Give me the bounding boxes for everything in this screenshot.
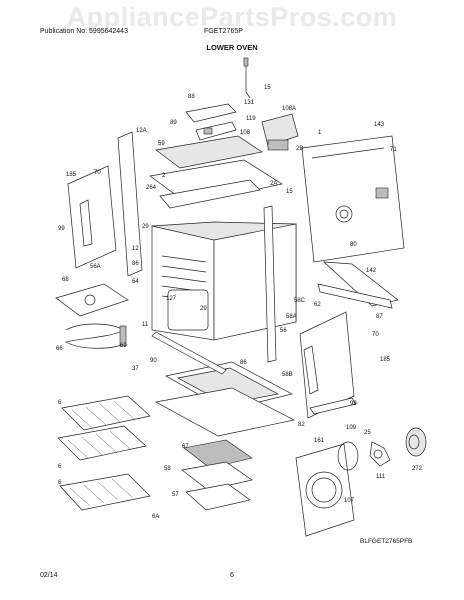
svg-text:127: 127 xyxy=(166,296,177,302)
svg-text:12: 12 xyxy=(132,246,139,252)
footer-date: 02/14 xyxy=(40,572,58,579)
svg-text:68: 68 xyxy=(62,277,69,283)
svg-text:29: 29 xyxy=(142,224,149,230)
svg-text:6: 6 xyxy=(58,464,62,470)
svg-text:107: 107 xyxy=(344,498,355,504)
bottom-pan xyxy=(154,387,296,437)
oven-cavity xyxy=(151,221,297,341)
svg-text:15: 15 xyxy=(264,85,271,91)
svg-text:2B: 2B xyxy=(296,146,303,152)
svg-text:89: 89 xyxy=(170,120,177,126)
svg-text:59: 59 xyxy=(158,141,165,147)
convection-fan-assembly xyxy=(295,427,427,537)
svg-text:272: 272 xyxy=(412,466,423,472)
svg-text:6: 6 xyxy=(58,480,62,486)
drawing-code: BLFGET2765PFB xyxy=(360,538,412,545)
part-labels: 15 88 131 119 108A 89 108 143 12A 1 59 2… xyxy=(56,85,423,520)
bake-element xyxy=(65,323,127,349)
oven-racks xyxy=(57,395,151,511)
svg-text:56A: 56A xyxy=(90,264,101,270)
svg-text:58B: 58B xyxy=(282,372,293,378)
svg-text:108: 108 xyxy=(240,130,251,136)
svg-text:109: 109 xyxy=(346,425,357,431)
svg-text:2: 2 xyxy=(162,173,166,179)
svg-text:15: 15 xyxy=(286,189,293,195)
front-frame-bar xyxy=(151,331,227,375)
trim-bar xyxy=(309,397,357,415)
svg-text:80: 80 xyxy=(350,242,357,248)
svg-text:58A: 58A xyxy=(286,314,297,320)
svg-text:2A: 2A xyxy=(270,181,277,187)
svg-text:69: 69 xyxy=(120,343,127,349)
svg-text:185: 185 xyxy=(380,357,391,363)
svg-text:90: 90 xyxy=(150,358,157,364)
page-number: 6 xyxy=(230,572,234,579)
svg-text:86: 86 xyxy=(132,261,139,267)
svg-text:131: 131 xyxy=(244,100,255,106)
svg-text:264: 264 xyxy=(146,185,157,191)
right-wrap-channel xyxy=(263,205,277,363)
top-panel xyxy=(155,135,263,169)
svg-text:37: 37 xyxy=(132,366,139,372)
svg-text:88: 88 xyxy=(188,94,195,100)
temperature-sensor xyxy=(243,57,251,99)
svg-text:87: 87 xyxy=(376,314,383,320)
left-wrap-channel xyxy=(117,131,143,277)
svg-text:64: 64 xyxy=(132,279,139,285)
svg-text:11: 11 xyxy=(142,322,149,328)
publication-number: Publication No: 5995642443 xyxy=(40,28,128,35)
svg-text:99: 99 xyxy=(58,226,65,232)
svg-text:143: 143 xyxy=(374,122,385,128)
broiler-pan xyxy=(181,439,253,511)
svg-text:12A: 12A xyxy=(136,128,147,134)
svg-text:1: 1 xyxy=(318,130,322,136)
svg-text:185: 185 xyxy=(66,172,77,178)
support-bracket xyxy=(323,261,399,307)
svg-text:142: 142 xyxy=(366,268,377,274)
svg-text:99: 99 xyxy=(350,401,357,407)
section-title: LOWER OVEN xyxy=(206,43,258,52)
bake-element-bracket xyxy=(261,113,299,151)
svg-text:6: 6 xyxy=(58,400,62,406)
svg-text:108A: 108A xyxy=(282,106,296,112)
svg-text:70: 70 xyxy=(94,170,101,176)
svg-text:71: 71 xyxy=(390,147,397,153)
svg-text:58C: 58C xyxy=(294,298,306,304)
svg-text:119: 119 xyxy=(246,116,256,122)
model-number: FGET2765P xyxy=(204,28,243,35)
mounting-rail xyxy=(317,283,393,309)
svg-text:111: 111 xyxy=(376,474,386,480)
svg-text:57: 57 xyxy=(172,492,179,498)
broil-element xyxy=(55,283,129,317)
svg-text:82: 82 xyxy=(298,422,305,428)
left-side-panel xyxy=(67,165,117,269)
rear-panel xyxy=(301,135,405,263)
svg-text:58: 58 xyxy=(164,466,171,472)
svg-text:161: 161 xyxy=(314,438,325,444)
svg-text:6A: 6A xyxy=(152,514,159,520)
svg-text:86: 86 xyxy=(240,360,247,366)
svg-text:29: 29 xyxy=(200,306,207,312)
svg-text:25: 25 xyxy=(364,430,371,436)
top-wrap-264 xyxy=(159,179,261,209)
watermark: AppliancePartsPros.com xyxy=(66,2,398,32)
svg-text:62: 62 xyxy=(314,302,321,308)
svg-text:67: 67 xyxy=(182,444,189,450)
svg-text:66: 66 xyxy=(56,346,63,352)
svg-text:70: 70 xyxy=(372,332,379,338)
svg-text:56: 56 xyxy=(280,328,287,334)
top-vent-assembly xyxy=(185,103,237,141)
right-side-panel xyxy=(299,311,355,419)
